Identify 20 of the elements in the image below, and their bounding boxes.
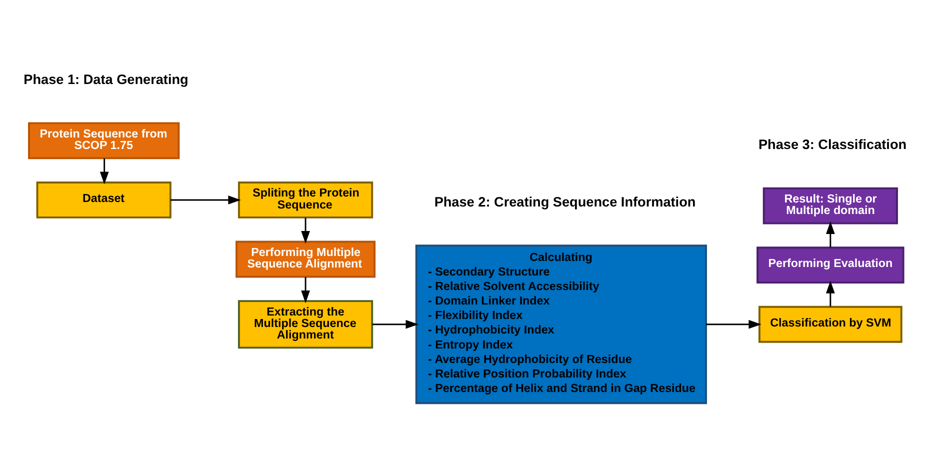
node-box: Result: Single or Multiple domain — [762, 187, 898, 224]
node-box: Spliting the Protein Sequence — [238, 182, 374, 218]
arrow — [706, 320, 762, 329]
node-box: Performing Evaluation — [756, 246, 904, 284]
node-box: Dataset — [36, 182, 172, 218]
node-box: Extracting the Multiple Sequence Alignment — [238, 300, 374, 349]
node-box: Classification by SVM — [758, 306, 902, 343]
arrow — [301, 277, 310, 304]
arrow — [301, 218, 310, 244]
label: Phase 1: Data Generating — [24, 72, 188, 88]
label: Phase 3: Classification — [758, 137, 907, 152]
arrow — [826, 221, 835, 248]
arrow — [170, 196, 241, 204]
arrow — [100, 158, 109, 184]
node-box: Protein Sequence from SCOP 1.75 — [28, 122, 180, 160]
label: Phase 2: Creating Sequence Information — [434, 194, 696, 210]
arrow — [826, 280, 835, 307]
arrow — [372, 320, 418, 329]
node-box: Calculating - Secondary Structure - Relative Solvent Accessibility - Domain Linker Index - Flexibility Index - Hydrophobicity Index - Entropy Index - Average Hydrophobicity of Residue - Relative Position Probability Index - Percentage of Helix and Strand in Gap Residue — [415, 244, 707, 404]
node-box: Performing Multiple Sequence Alignment — [236, 240, 376, 278]
